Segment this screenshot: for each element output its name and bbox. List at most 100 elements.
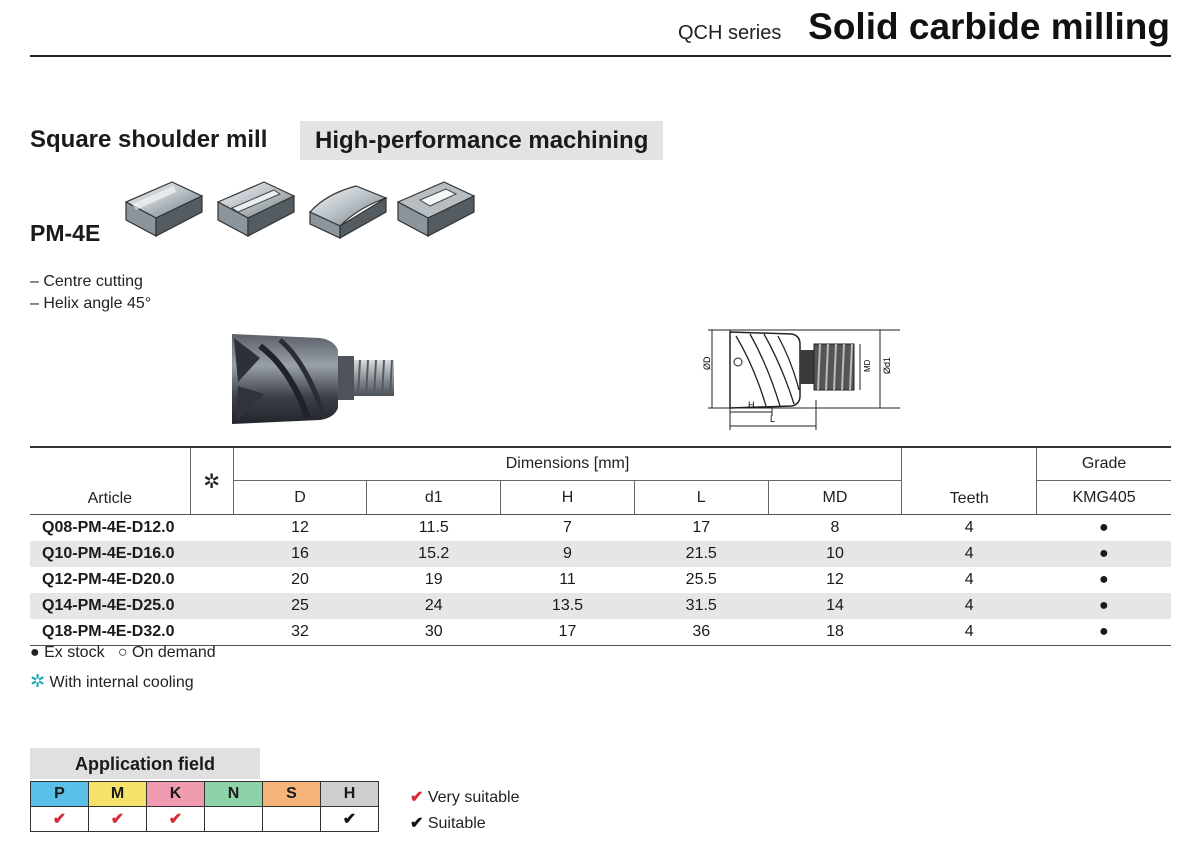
material-N: N — [204, 781, 263, 807]
cell-teeth: 4 — [901, 593, 1037, 619]
article-header: Article — [30, 446, 191, 515]
application-field-title: Application field — [30, 748, 260, 779]
table-row: Q12-PM-4E-D20.0 20 19 11 25.5 12 4 ● — [30, 567, 1171, 593]
check-icon: ✔ — [410, 815, 424, 832]
material-P: P — [30, 781, 89, 807]
check-icon: ✔ — [320, 806, 379, 832]
grade-header: Grade — [1036, 446, 1171, 481]
table-row: Q08-PM-4E-D12.0 12 11.5 7 17 8 4 ● — [30, 515, 1171, 542]
cell-d1: 24 — [366, 593, 501, 619]
cell-d1: 19 — [424, 571, 443, 588]
cell-MD: 10 — [768, 541, 902, 567]
cell-L: 31.5 — [634, 593, 769, 619]
cooling-legend: ✲ With internal cooling — [30, 671, 194, 692]
check-icon: ✔ — [30, 806, 89, 832]
section-badge: High-performance machining — [300, 121, 664, 160]
cooling-icon: ✲ — [189, 446, 234, 515]
grade-name-header: KMG405 — [1036, 480, 1171, 515]
cell-teeth: 4 — [901, 619, 1037, 646]
article-cell: Q08-PM-4E-D12.0 — [42, 519, 175, 536]
cell-L: 25.5 — [685, 571, 717, 588]
cell-MD: 12 — [826, 571, 844, 588]
pocket-milling-icon — [396, 181, 476, 237]
feature-item: – Centre cutting — [30, 273, 143, 290]
slot-milling-icon — [216, 181, 296, 237]
cell-stock: ● — [1098, 519, 1109, 536]
shoulder-milling-icon — [124, 181, 204, 237]
suitability-legend: ✔ Very suitable ✔ Suitable — [410, 785, 519, 837]
on-demand-legend: ○ On demand — [117, 644, 216, 661]
cell-H: 7 — [563, 519, 572, 536]
material-S: S — [262, 781, 321, 807]
check-icon: ✔ — [410, 789, 424, 806]
technical-drawing: ØD MD Ød1 H L — [702, 329, 900, 430]
table-row: Q10-PM-4E-D16.0 16 15.2 9 21.5 10 4 ● — [30, 541, 1171, 567]
suitable-label: Suitable — [427, 815, 486, 832]
cooling-legend-icon: ✲ — [30, 671, 46, 691]
dimensions-header: Dimensions [mm] — [232, 446, 902, 481]
check-icon: ✔ — [146, 806, 205, 832]
column-header-L: L — [633, 480, 769, 515]
specification-table: Article ✲ Dimensions [mm] Teeth Grade D … — [30, 446, 1171, 646]
cell-L: 17 — [692, 519, 711, 536]
cell-D: 32 — [233, 619, 367, 646]
very-suitable-label: Very suitable — [427, 789, 520, 806]
material-H: H — [320, 781, 379, 807]
cooling-legend-text: With internal cooling — [49, 674, 194, 691]
material-M: M — [88, 781, 147, 807]
feature-list: – Centre cutting – Helix angle 45° — [30, 271, 151, 315]
cell-H: 13.5 — [500, 593, 635, 619]
article-cell: Q10-PM-4E-D16.0 — [30, 541, 234, 567]
table-row: Q14-PM-4E-D25.0 25 24 13.5 31.5 14 4 ● — [30, 593, 1171, 619]
cell-D: 12 — [291, 519, 309, 536]
article-cell: Q14-PM-4E-D25.0 — [30, 593, 234, 619]
page-title: Solid carbide milling — [808, 6, 1170, 47]
cell-d1: 11.5 — [418, 519, 449, 536]
cell-MD: 18 — [768, 619, 902, 646]
cell-D: 16 — [233, 541, 367, 567]
dim-label-D: ØD — [702, 356, 712, 370]
article-cell: Q12-PM-4E-D20.0 — [42, 571, 175, 588]
application-field-table: P M K N S H ✔ ✔ ✔ ✔ — [30, 781, 379, 832]
header-rule — [30, 55, 1171, 57]
profile-milling-icon — [309, 185, 388, 240]
product-photo — [232, 334, 394, 424]
cell-L: 21.5 — [634, 541, 769, 567]
cell-teeth: 4 — [964, 519, 974, 536]
feature-item: – Helix angle 45° — [30, 295, 152, 312]
column-header-d1: d1 — [366, 480, 501, 515]
cell-stock: ● — [1036, 541, 1171, 567]
column-header-H: H — [500, 480, 635, 515]
column-header-D: D — [232, 480, 367, 515]
cell-MD: 14 — [768, 593, 902, 619]
cell-stock: ● — [1036, 619, 1171, 646]
column-header-MD: MD — [767, 480, 902, 515]
operation-icons — [124, 181, 476, 240]
cell-stock: ● — [1098, 571, 1109, 588]
cell-L: 36 — [634, 619, 769, 646]
material-K: K — [146, 781, 205, 807]
table-row: Q18-PM-4E-D32.0 32 30 17 36 18 4 ● — [30, 619, 1171, 646]
dim-label-d1: Ød1 — [882, 357, 892, 374]
cell-teeth: 4 — [964, 571, 974, 588]
article-cell: Q18-PM-4E-D32.0 — [30, 619, 234, 646]
model-name: PM-4E — [30, 220, 101, 246]
cell-D: 20 — [291, 571, 309, 588]
cell-d1: 30 — [366, 619, 501, 646]
series-label: QCH series — [678, 22, 782, 44]
cell-MD: 8 — [830, 519, 840, 536]
cell-teeth: 4 — [901, 541, 1037, 567]
dim-label-L: L — [770, 414, 775, 424]
dim-label-MD: MD — [863, 359, 872, 372]
cell-H: 9 — [500, 541, 635, 567]
cell-H: 11 — [559, 571, 576, 588]
dim-label-H: H — [748, 400, 755, 410]
section-title: Square shoulder mill — [30, 126, 268, 153]
empty-cell — [262, 806, 321, 832]
cell-stock: ● — [1036, 593, 1171, 619]
cell-d1: 15.2 — [366, 541, 501, 567]
stock-legend: ● Ex stock ○ On demand — [30, 644, 216, 662]
empty-cell — [204, 806, 263, 832]
cell-D: 25 — [233, 593, 367, 619]
check-icon: ✔ — [88, 806, 147, 832]
